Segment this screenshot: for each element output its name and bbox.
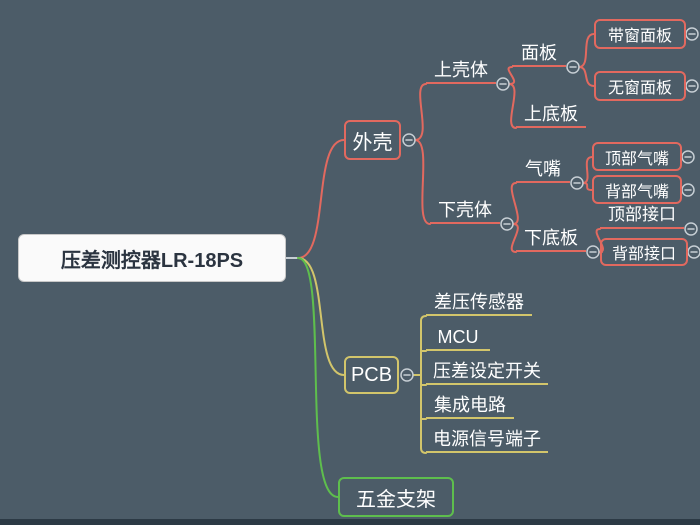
- node-pcb[interactable]: PCB: [344, 356, 399, 394]
- collapse-toggle-lower-shell[interactable]: [500, 217, 514, 231]
- connector-line: [414, 83, 427, 141]
- collapse-toggle-top-port[interactable]: [684, 222, 698, 236]
- node-top-nozzle[interactable]: 顶部气嘴: [592, 142, 682, 171]
- node-mcu[interactable]: MCU: [426, 325, 490, 351]
- node-lower-base-plate[interactable]: 下底板: [516, 226, 586, 252]
- node-back-nozzle[interactable]: 背部气嘴: [592, 175, 682, 204]
- collapse-toggle-top-nozzle[interactable]: [681, 150, 695, 164]
- collapse-toggle-panel[interactable]: [566, 60, 580, 74]
- collapse-toggle-shell[interactable]: [402, 133, 416, 147]
- bottom-edge-bar: [0, 519, 700, 525]
- node-back-port[interactable]: 背部接口: [600, 238, 688, 266]
- collapse-toggle-pcb[interactable]: [400, 368, 414, 382]
- collapse-toggle-lower-base-plate[interactable]: [586, 245, 600, 259]
- node-top-port[interactable]: 顶部接口: [600, 203, 684, 229]
- connector-line: [297, 139, 345, 259]
- node-lower-shell[interactable]: 下壳体: [430, 198, 500, 224]
- connector-line: [510, 223, 519, 253]
- node-nozzle[interactable]: 气嘴: [516, 157, 570, 183]
- connector-line: [578, 66, 595, 87]
- node-panel[interactable]: 面板: [512, 41, 566, 67]
- node-upper-shell[interactable]: 上壳体: [426, 58, 496, 84]
- node-windowed-panel[interactable]: 带窗面板: [594, 19, 686, 49]
- node-hardware-bracket[interactable]: 五金支架: [338, 477, 454, 517]
- collapse-toggle-upper-shell[interactable]: [496, 77, 510, 91]
- connector-line: [297, 257, 339, 498]
- connector-line: [420, 447, 427, 454]
- node-upper-base-plate[interactable]: 上底板: [516, 102, 586, 128]
- node-integrated-circuit[interactable]: 集成电路: [426, 393, 514, 419]
- node-shell[interactable]: 外壳: [344, 120, 401, 160]
- connector-line: [508, 83, 517, 129]
- collapse-toggle-back-nozzle[interactable]: [681, 183, 695, 197]
- connector-line: [414, 139, 431, 225]
- node-windowless-panel[interactable]: 无窗面板: [594, 71, 686, 101]
- connector-line: [510, 182, 519, 225]
- connector-line: [582, 182, 593, 191]
- collapse-toggle-back-port[interactable]: [687, 245, 700, 259]
- connector-line: [420, 315, 427, 322]
- node-root[interactable]: 压差测控器LR-18PS: [18, 234, 286, 282]
- connector-line: [507, 66, 516, 85]
- connector-line: [582, 156, 593, 184]
- connector-line: [578, 33, 595, 68]
- node-differential-pressure-sensor[interactable]: 差压传感器: [426, 290, 532, 316]
- node-power-signal-terminal[interactable]: 电源信号端子: [426, 427, 548, 453]
- collapse-toggle-windowed-panel[interactable]: [685, 27, 699, 41]
- node-pressure-setting-switch[interactable]: 压差设定开关: [426, 359, 548, 385]
- collapse-toggle-nozzle[interactable]: [570, 176, 584, 190]
- connector-line: [297, 257, 345, 376]
- collapse-toggle-windowless-panel[interactable]: [685, 79, 699, 93]
